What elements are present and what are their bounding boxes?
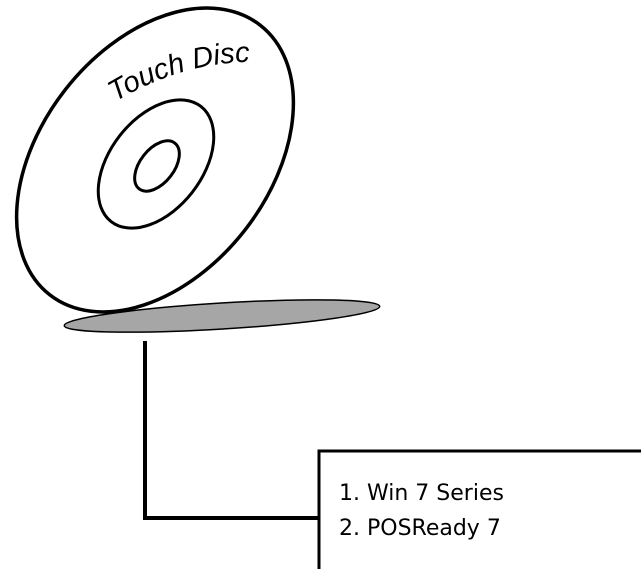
disc-outer-rim xyxy=(14,6,296,314)
os-list: 1. Win 7 Series 2. POSReady 7 xyxy=(339,476,504,546)
disc-shadow xyxy=(63,299,381,333)
os-list-item-win7: 1. Win 7 Series xyxy=(339,481,504,506)
connector-line xyxy=(143,341,319,520)
disc-middle-ring xyxy=(96,98,216,230)
callout-box xyxy=(317,449,641,569)
disc-center-hole xyxy=(133,139,181,193)
os-list-item-posready7: 2. POSReady 7 xyxy=(339,516,501,541)
